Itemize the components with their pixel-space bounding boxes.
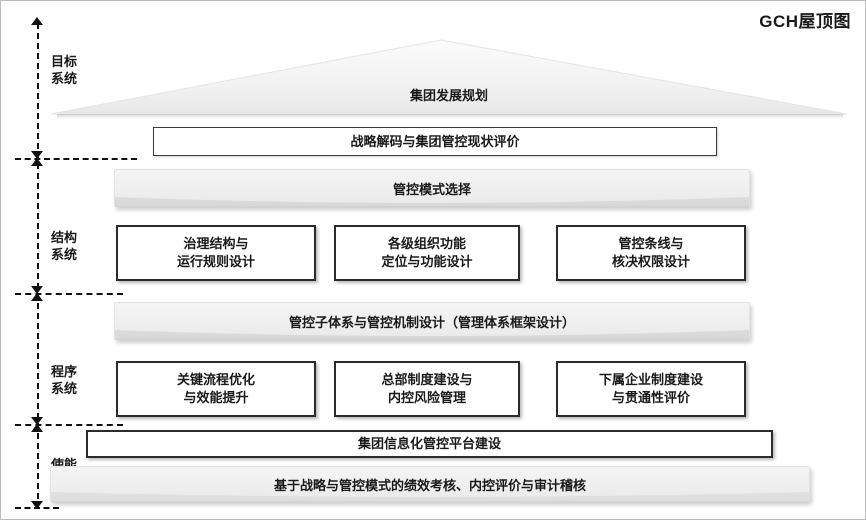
stage-label-goal: 目标系统	[51, 54, 78, 86]
band-curve-decoration-3	[51, 492, 809, 502]
procedure-box-2-line2: 内控风险管理	[387, 390, 466, 405]
axis-arrow-divider-3-down	[31, 417, 43, 425]
procedure-box-3[interactable]: 下属企业制度建设 与贯通性评价	[556, 361, 746, 417]
strategy-decoding-bar[interactable]: 战略解码与集团管控现状评价	[153, 127, 717, 156]
axis-arrow-top	[31, 17, 43, 25]
stage-divider-1	[15, 158, 137, 160]
control-subsystem-band[interactable]: 管控子体系与管控机制设计（管理体系框架设计）	[114, 302, 750, 340]
structure-box-2[interactable]: 各级组织功能 定位与功能设计	[334, 225, 520, 281]
axis-arrow-divider-2-down	[31, 286, 43, 294]
axis-arrow-divider-3-up	[31, 424, 43, 432]
assessment-band-label: 基于战略与管控模式的绩效考核、内控评价与审计稽核	[273, 477, 586, 493]
procedure-box-1-line2: 与效能提升	[183, 390, 249, 405]
stage-label-procedure: 程序系统	[51, 364, 78, 396]
axis-arrow-divider-1-up	[31, 158, 43, 166]
structure-box-3-line1: 管控条线与	[618, 236, 684, 251]
structure-box-1-line2: 运行规则设计	[176, 254, 255, 269]
stage-label-structure: 结构系统	[51, 230, 78, 262]
procedure-box-1[interactable]: 关键流程优化 与效能提升	[116, 361, 316, 417]
stage-divider-2	[15, 293, 123, 295]
procedure-box-1-line1: 关键流程优化	[176, 372, 255, 387]
control-mode-band-label: 管控模式选择	[392, 181, 471, 197]
procedure-box-3-line2: 与贯通性评价	[611, 390, 690, 405]
procedure-box-3-line1: 下属企业制度建设	[598, 372, 703, 387]
page-title: GCH屋顶图	[759, 12, 851, 31]
information-platform-bar[interactable]: 集团信息化管控平台建设	[86, 430, 773, 458]
control-subsystem-band-label: 管控子体系与管控机制设计（管理体系框架设计）	[288, 314, 575, 330]
stage-divider-3	[15, 424, 123, 426]
procedure-box-2[interactable]: 总部制度建设与 内控风险管理	[334, 361, 520, 417]
band-curve-decoration	[115, 197, 749, 207]
assessment-band[interactable]: 基于战略与管控模式的绩效考核、内控评价与审计稽核	[50, 466, 810, 502]
control-mode-band[interactable]: 管控模式选择	[114, 169, 750, 207]
structure-box-2-line2: 定位与功能设计	[381, 254, 473, 269]
structure-box-1-line1: 治理结构与	[183, 236, 249, 251]
stage-divider-4	[15, 507, 59, 509]
structure-box-3-line2: 核决权限设计	[611, 254, 690, 269]
structure-box-1[interactable]: 治理结构与 运行规则设计	[116, 225, 316, 281]
axis-arrow-bottom	[31, 501, 43, 509]
structure-box-3[interactable]: 管控条线与 核决权限设计	[556, 225, 746, 281]
procedure-box-2-line1: 总部制度建设与	[381, 372, 473, 387]
structure-box-2-line1: 各级组织功能	[387, 236, 466, 251]
axis-arrow-divider-1-down	[31, 151, 43, 159]
roof-label: 集团发展规划	[409, 88, 488, 103]
axis-arrow-divider-2-up	[31, 293, 43, 301]
roof-shape: 集团发展规划	[51, 39, 847, 119]
band-curve-decoration-2	[115, 330, 749, 340]
vertical-axis	[37, 23, 39, 509]
